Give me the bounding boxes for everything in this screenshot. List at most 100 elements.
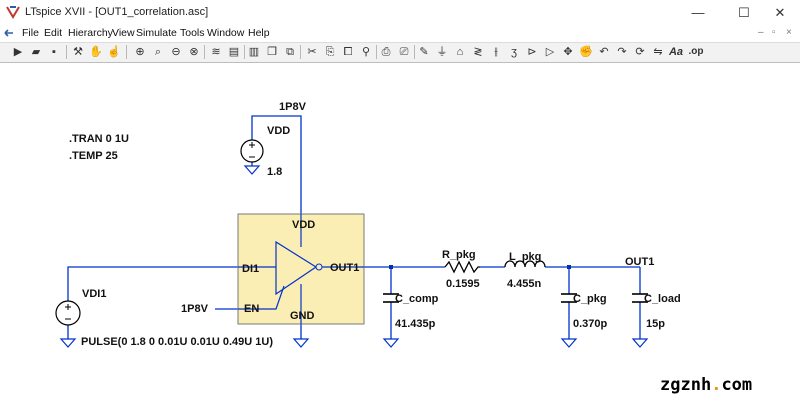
r-pkg-name: R_pkg: [442, 249, 476, 261]
open-icon[interactable]: ▰: [31, 46, 41, 58]
menu-tools[interactable]: Tools: [180, 27, 205, 39]
halt-icon[interactable]: ✋: [89, 46, 103, 58]
menu-bar: File Edit Hierarchy View Simulate Tools …: [0, 25, 800, 42]
zoom-in-icon[interactable]: ⊕: [135, 46, 145, 58]
capacitor-c-load-icon[interactable]: [632, 293, 648, 303]
redo-icon[interactable]: ↷: [617, 46, 627, 58]
l-pkg-value: 4.455n: [507, 278, 542, 290]
document-system-menu-icon[interactable]: [3, 27, 15, 39]
copy-icon[interactable]: ⎘: [325, 46, 335, 58]
cascade-icon-2[interactable]: ⧉: [286, 46, 294, 58]
pan-icon[interactable]: ☝: [107, 46, 121, 58]
control-panel-icon[interactable]: ⚒: [73, 46, 83, 58]
toolbar-separator: [414, 45, 415, 59]
resistor-r-pkg-icon[interactable]: [444, 260, 480, 274]
label-net-icon[interactable]: ⌂: [456, 46, 464, 58]
watermark-dot: .: [711, 375, 722, 395]
capacitor-c-comp-icon[interactable]: [383, 293, 399, 303]
watermark-text-2: com: [721, 375, 753, 395]
run-icon[interactable]: ▶: [13, 46, 23, 58]
temp-directive[interactable]: .TEMP 25: [69, 150, 118, 162]
diode-icon[interactable]: ⊳: [527, 46, 537, 58]
maximize-button[interactable]: ☐: [738, 5, 750, 20]
pin-label-out1: OUT1: [330, 262, 360, 274]
pin-label-gnd: GND: [290, 310, 315, 322]
menu-view[interactable]: View: [112, 27, 135, 39]
autorange-icon[interactable]: ≋: [211, 46, 221, 58]
find-icon[interactable]: ⚲: [361, 46, 371, 58]
tile-vertical-icon[interactable]: ▥: [248, 46, 260, 58]
pin-label-en: EN: [244, 303, 260, 315]
schematic-drawing: [55, 115, 649, 348]
drag-icon[interactable]: ✊: [579, 46, 593, 58]
pin-label-vdd: VDD: [292, 219, 316, 231]
window-title: LTspice XVII - [OUT1_correlation.asc]: [25, 6, 209, 18]
buffer-output-bubble: [315, 263, 323, 271]
menu-simulate[interactable]: Simulate: [136, 27, 177, 39]
zoom-out-icon[interactable]: ⊖: [171, 46, 181, 58]
r-pkg-value: 0.1595: [446, 278, 480, 290]
paste-icon[interactable]: ⧠: [343, 46, 353, 58]
doc-close-button[interactable]: ×: [786, 27, 792, 38]
component-icon[interactable]: ▷: [545, 46, 555, 58]
draw-wire-icon[interactable]: ✎: [419, 46, 429, 58]
menu-edit[interactable]: Edit: [44, 27, 63, 39]
cascade-icon[interactable]: ❐: [267, 46, 277, 58]
toolbar-separator: [66, 45, 67, 59]
toolbar: ▶ ▰ ▪ ⚒ ✋ ☝ ⊕ ⌕ ⊖ ⊗ ≋ ▤ ▥ ❐ ⧉ ✂ ⎘ ⧠ ⚲ ⎙ …: [0, 42, 800, 63]
doc-restore-button[interactable]: ▫: [772, 27, 776, 38]
net-label-1p8v: 1P8V: [279, 101, 306, 113]
l-pkg-name: L_pkg: [509, 251, 542, 263]
pin-label-di1: DI1: [242, 263, 260, 275]
toolbar-separator: [376, 45, 377, 59]
cut-icon[interactable]: ✂: [307, 46, 317, 58]
capacitor-icon[interactable]: ⫲: [494, 46, 498, 58]
inductor-l-pkg-icon[interactable]: [504, 260, 546, 268]
menu-help[interactable]: Help: [248, 27, 270, 39]
schematic-canvas[interactable]: .TRAN 0 1U .TEMP 25 1P8V VDD 1.8 VDI1 PU…: [0, 62, 800, 404]
c-pkg-name: C_pkg: [573, 293, 607, 305]
mirror-icon[interactable]: ⇋: [653, 46, 663, 58]
undo-icon[interactable]: ↶: [599, 46, 609, 58]
zoom-fit-icon[interactable]: ⊗: [189, 46, 199, 58]
save-icon[interactable]: ▪: [52, 46, 56, 58]
spice-directive-icon[interactable]: .op: [688, 46, 704, 57]
close-button[interactable]: ✕: [774, 5, 786, 20]
move-icon[interactable]: ✥: [563, 46, 573, 58]
doc-minimize-button[interactable]: –: [758, 27, 764, 38]
text-icon[interactable]: Aa: [668, 46, 684, 58]
zoom-pan-icon[interactable]: ⌕: [154, 46, 162, 58]
junction-dot: [567, 265, 571, 269]
minimize-button[interactable]: —: [691, 5, 705, 20]
menu-hierarchy[interactable]: Hierarchy: [68, 27, 113, 39]
rotate-icon[interactable]: ⟳: [635, 46, 645, 58]
menu-window[interactable]: Window: [207, 27, 245, 39]
capacitor-c-pkg-icon[interactable]: [561, 293, 577, 303]
vdd-source-value: 1.8: [267, 166, 283, 178]
ground-c-comp-icon: [382, 338, 400, 348]
vdi1-source-icon[interactable]: [55, 300, 81, 326]
junction-dot: [389, 265, 393, 269]
wires: [67, 115, 641, 339]
vdd-source-icon[interactable]: [240, 139, 264, 163]
tile-horizontal-icon[interactable]: ▤: [228, 46, 240, 58]
tran-directive[interactable]: .TRAN 0 1U: [69, 133, 129, 145]
ground-vdd-icon: [243, 165, 261, 175]
c-comp-name: C_comp: [395, 293, 439, 305]
menu-file[interactable]: File: [22, 27, 39, 39]
c-load-name: C_load: [644, 293, 681, 305]
buffer-triangle-icon: [275, 240, 318, 296]
toolbar-separator: [204, 45, 205, 59]
resistor-icon[interactable]: ≷: [473, 46, 483, 58]
print-icon[interactable]: ⎚: [399, 46, 409, 58]
ltspice-logo-icon: [6, 6, 20, 19]
ground-vdi1-icon: [59, 338, 77, 348]
net-label-out1: OUT1: [625, 256, 655, 268]
ground-buffer-icon: [292, 338, 310, 348]
title-bar: LTspice XVII - [OUT1_correlation.asc] — …: [0, 0, 800, 26]
print-setup-icon[interactable]: ⎙: [381, 46, 391, 58]
ground-icon[interactable]: ⏚: [436, 46, 448, 58]
c-load-value: 15p: [646, 318, 665, 330]
inductor-icon[interactable]: ʒ: [511, 46, 517, 58]
toolbar-separator: [244, 45, 245, 59]
